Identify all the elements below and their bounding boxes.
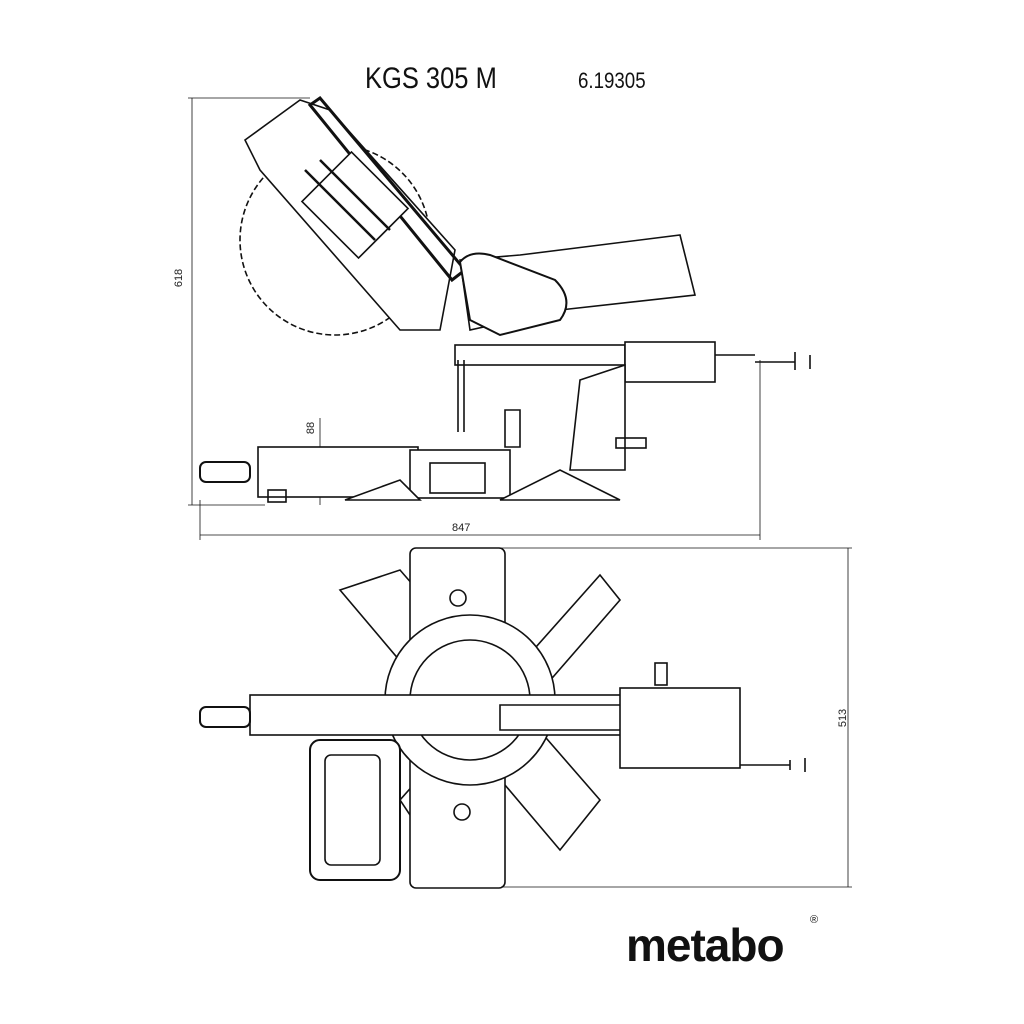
article-number: 6.19305 [578,68,646,93]
top-view-saw [199,547,806,889]
side-view-saw [199,95,811,503]
brand-logo: metabo [626,919,785,971]
width-dimension: 847 [452,522,471,534]
height-dimension: 618 [173,268,186,288]
dimension-lines [188,97,852,888]
registered-mark: ® [810,914,819,926]
table-height-dimension: 88 [305,421,318,435]
depth-dimension: 513 [837,708,850,728]
model-title: KGS 305 M [365,62,497,95]
